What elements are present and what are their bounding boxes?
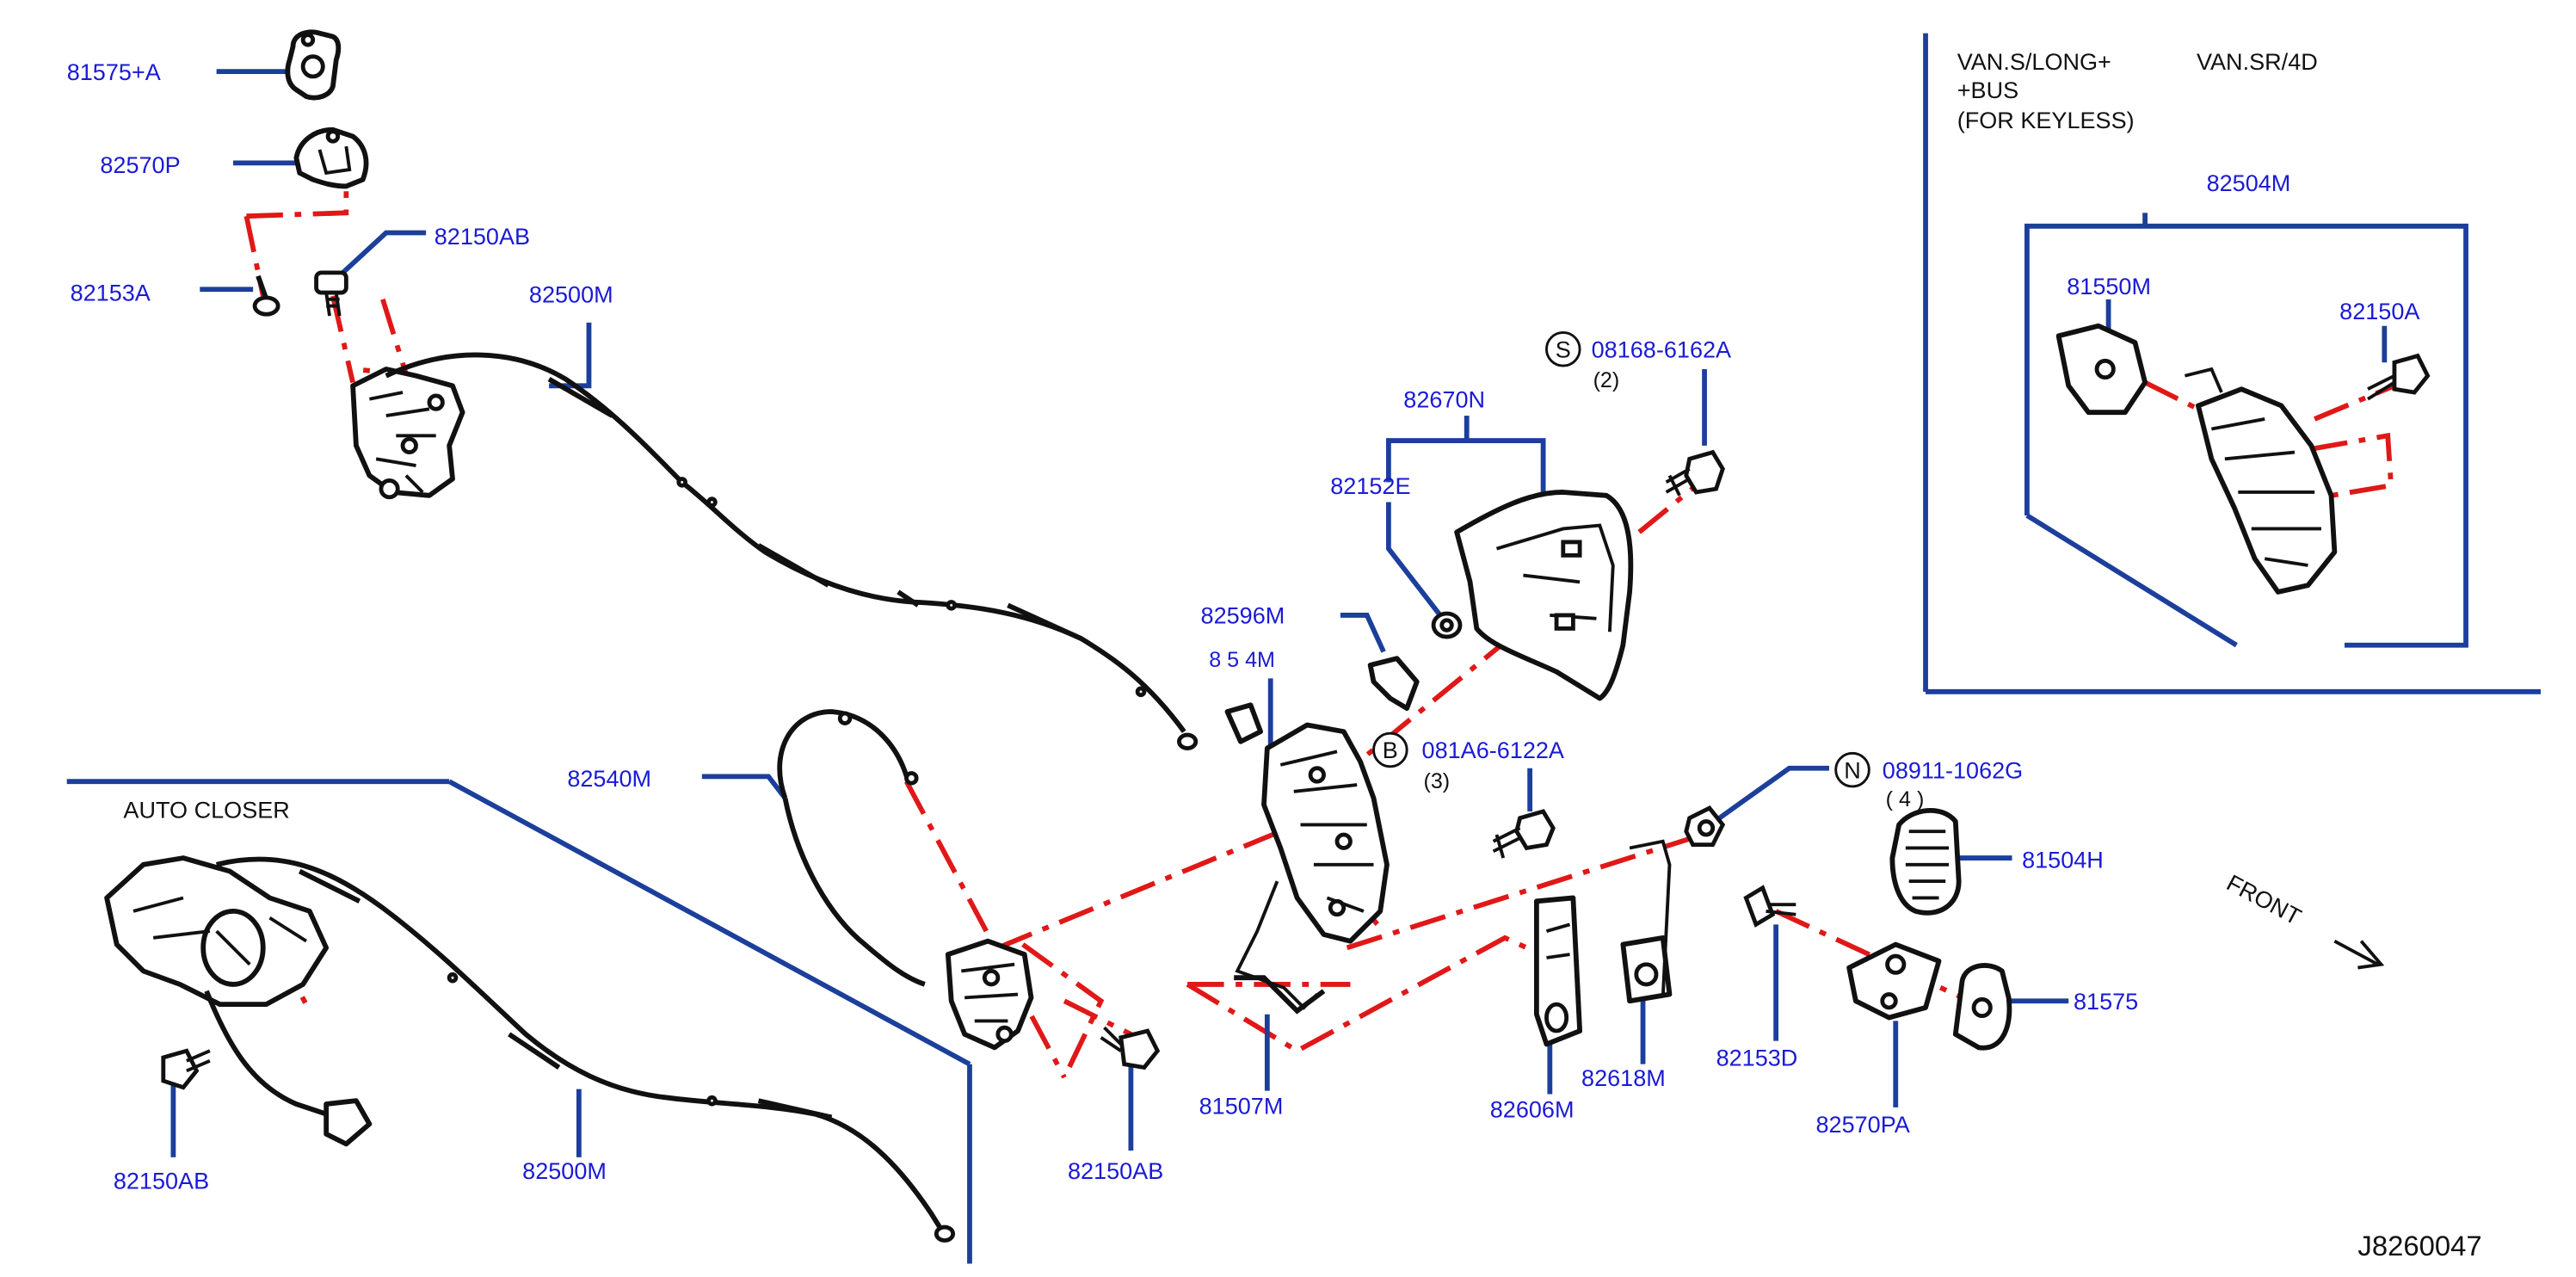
gasket-81575 xyxy=(1952,963,2012,1051)
label-82153a: 82153A xyxy=(71,281,151,306)
nut-08911 xyxy=(1684,805,1726,848)
label-81575a: 81575+A xyxy=(67,59,161,85)
label-82670n: 82670N xyxy=(1403,386,1485,412)
label-82500m-top: 82500M xyxy=(529,282,613,308)
symbol-s-icon: S xyxy=(1545,331,1581,367)
label-08168: 08168-6162A xyxy=(1592,336,1731,362)
reference-code: J8260047 xyxy=(2357,1230,2481,1262)
label-81575: 81575 xyxy=(2074,989,2138,1015)
label-82150ab-mid: 82150AB xyxy=(1068,1158,1163,1184)
label-08911-qty: ( 4 ) xyxy=(1886,787,1925,811)
symbol-n-letter: N xyxy=(1844,757,1861,783)
label-82570pa: 82570PA xyxy=(1816,1112,1910,1138)
cable-82500m-top xyxy=(385,352,1199,750)
label-82606m: 82606M xyxy=(1490,1097,1575,1123)
label-81504h: 81504H xyxy=(2022,848,2104,873)
label-82150a: 82150A xyxy=(2339,299,2419,324)
label-82153d: 82153D xyxy=(1716,1046,1798,1071)
rear-lock-top xyxy=(350,367,465,500)
leader-lines xyxy=(170,69,2388,1157)
label-variant-line3: (FOR KEYLESS) xyxy=(1957,108,2135,133)
variant-frame xyxy=(1923,33,2541,694)
grommet-82152e xyxy=(1431,611,1463,639)
rod-81507m xyxy=(1234,975,1326,1015)
label-08911: 08911-1062G xyxy=(1883,757,2023,783)
screw-82153d xyxy=(1743,885,1796,928)
bolt-82150a xyxy=(2366,353,2431,401)
cable-82540m xyxy=(777,709,926,987)
front-arrow-icon xyxy=(2333,939,2385,970)
label-081a6-qty: (3) xyxy=(1423,769,1450,793)
label-variant-line1: VAN.S/LONG+ xyxy=(1957,49,2111,75)
handle-82670n xyxy=(1454,490,1634,701)
label-auto-closer: AUTO CLOSER xyxy=(123,798,289,824)
label-81507m: 81507M xyxy=(1199,1094,1284,1120)
auto-closer-assembly xyxy=(104,855,373,1147)
label-82570p: 82570P xyxy=(100,152,180,178)
cable-82500m-bottom xyxy=(215,856,956,1243)
label-81550m: 81550M xyxy=(2067,274,2151,299)
variant-sub-frame xyxy=(2024,213,2468,648)
label-081a6: 081A6-6122A xyxy=(1422,737,1564,763)
label-82596m: 82596M xyxy=(1201,603,1285,629)
label-82618m: 82618M xyxy=(1581,1065,1666,1091)
auto-closer-frame xyxy=(66,779,972,1264)
bolt-081a6 xyxy=(1492,809,1556,859)
label-82152e: 82152E xyxy=(1330,473,1410,499)
label-82150ab-top: 82150AB xyxy=(434,224,530,250)
striker-82570p xyxy=(293,126,369,189)
label-08168-qty: (2) xyxy=(1593,368,1620,392)
label-variant-line2: +BUS xyxy=(1957,77,2018,103)
striker-82570pa xyxy=(1846,941,1942,1021)
front-lock-assembly xyxy=(1224,702,1390,1010)
symbol-b-icon: B xyxy=(1372,731,1408,768)
label-82150ab-left: 82150AB xyxy=(114,1169,209,1194)
gasket-81575a xyxy=(285,29,342,101)
seal-81504h xyxy=(1889,808,1962,916)
label-82540m: 82540M xyxy=(567,766,651,792)
bolt-82150ab-top xyxy=(314,270,348,317)
label-82504m: 82504M xyxy=(2207,170,2291,196)
bracket-82596m xyxy=(1367,656,1420,712)
variant-lock-assembly xyxy=(2055,323,2338,595)
bolt-08168 xyxy=(1665,449,1725,497)
label-front: FRONT xyxy=(2222,870,2305,930)
plate-82606m xyxy=(1533,895,1583,1047)
label-82500m-bottom: 82500M xyxy=(522,1158,607,1184)
symbol-n-icon: N xyxy=(1834,751,1870,788)
label-82504m-fragment: 8 5 4M xyxy=(1209,648,1275,672)
label-variant-alt: VAN.SR/4D xyxy=(2197,49,2318,75)
symbol-s-letter: S xyxy=(1556,336,1571,362)
shim-82618m xyxy=(1620,839,1673,1004)
symbol-b-letter: B xyxy=(1383,737,1398,763)
bolt-82150ab-left xyxy=(161,1048,211,1090)
bolt-82150ab-mid xyxy=(1100,1026,1161,1070)
screw-82153a xyxy=(252,275,280,317)
latch-mid xyxy=(945,938,1034,1051)
